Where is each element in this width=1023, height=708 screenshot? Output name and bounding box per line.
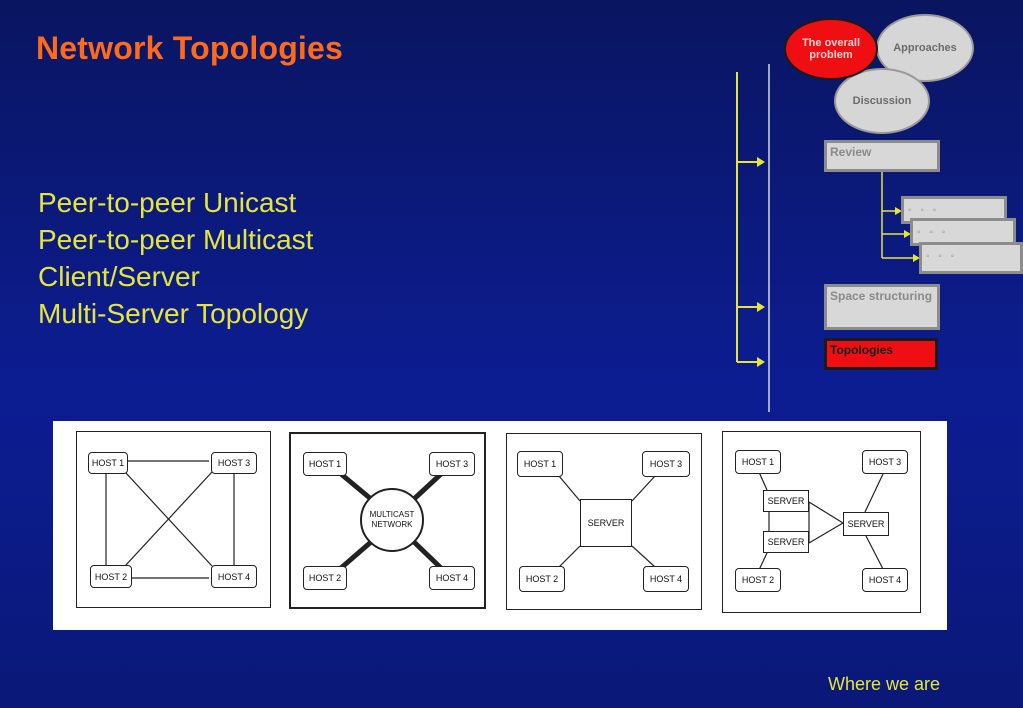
multi-server-host-3: HOST 3 [862,450,908,474]
bullet-client-server: Client/Server [38,261,200,292]
nav-arrow-review [737,157,765,167]
multi-server-server-2: SERVER [763,531,809,553]
multi-server-server-3: SERVER [843,512,889,536]
diagram-client-server: SERVER HOST 1 HOST 3 HOST 2 HOST 4 [506,433,702,610]
nav-discussion[interactable]: Discussion [834,68,930,134]
multi-server-host-1: HOST 1 [735,450,781,474]
multicast-host-3: HOST 3 [429,452,475,476]
nav-arrow-sub2 [882,230,911,238]
multicast-network-label: MULTICAST NETWORK [369,510,415,529]
nav-arrow-sub1 [882,207,902,215]
slide-title: Network Topologies [36,30,344,66]
nav-approaches-label: Approaches [893,42,957,54]
multi-server-server-1: SERVER [763,490,809,512]
bullet-unicast: Peer-to-peer Unicast [38,187,297,218]
bullet-multi-server: Multi-Server Topology [38,298,309,329]
client-server-host-4: HOST 4 [643,566,689,592]
topology-diagrams-panel: HOST 1 HOST 3 HOST 2 HOST 4 MULTICAST NE… [53,421,947,630]
unicast-host-4: HOST 4 [211,565,257,588]
unicast-host-2: HOST 2 [90,565,132,588]
multi-server-links [758,471,884,571]
nav-overall-problem-label: The overall problem [801,37,861,61]
nav-space-structuring[interactable]: Space structuring [824,284,940,330]
nav-review[interactable]: Review [824,140,940,172]
nav-overall-problem[interactable]: The overall problem [784,18,878,80]
nav-arrow-space [737,302,765,312]
diagram-unicast: HOST 1 HOST 3 HOST 2 HOST 4 [76,431,271,608]
nav-review-sub-3[interactable]: ◦ ◦ ◦ [919,242,1023,274]
client-server-server: SERVER [580,499,632,547]
nav-discussion-label: Discussion [852,95,912,107]
multicast-host-1: HOST 1 [303,452,347,476]
nav-arrow-topologies [737,357,765,367]
multicast-host-4: HOST 4 [429,566,475,590]
bullet-multicast: Peer-to-peer Multicast [38,224,314,255]
client-server-host-2: HOST 2 [519,566,565,592]
nav-arrow-sub3 [882,254,920,262]
footer-where-we-are: Where we are [828,674,941,694]
client-server-links [558,475,656,568]
nav-topologies-current[interactable]: Topologies [824,338,938,370]
client-server-host-3: HOST 3 [642,451,690,477]
multicast-links [339,472,443,570]
multicast-host-2: HOST 2 [303,566,347,590]
bullet-list: Peer-to-peer Unicast Peer-to-peer Multic… [38,184,313,332]
client-server-host-1: HOST 1 [517,451,563,477]
multi-server-host-4: HOST 4 [862,568,908,592]
unicast-host-1: HOST 1 [88,452,128,474]
unicast-links [105,460,235,579]
multi-server-host-2: HOST 2 [735,568,781,592]
unicast-host-3: HOST 3 [211,452,257,474]
diagram-multi-server: HOST 1 HOST 3 SERVER SERVER SERVER HOST … [722,431,921,613]
diagram-multicast: MULTICAST NETWORK HOST 1 HOST 3 HOST 2 H… [289,432,486,609]
